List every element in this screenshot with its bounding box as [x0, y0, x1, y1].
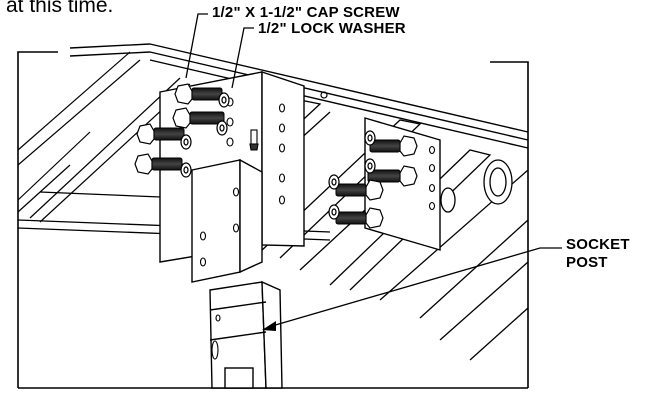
cap-screw: [369, 135, 418, 157]
socket-post-holes: [199, 187, 240, 360]
cap-screw: [136, 123, 185, 145]
cap-screw-label: 1/2" X 1-1/2" CAP SCREW: [212, 4, 400, 21]
cap-screw: [134, 153, 183, 175]
cap-screw: [172, 107, 225, 129]
cap-screw: [367, 165, 418, 187]
left-rails: [17, 51, 191, 223]
socket-post-label-line1: SOCKET: [566, 236, 630, 253]
socket-post-label-line2: POST: [566, 254, 608, 271]
leader-lines: [185, 13, 562, 327]
cap-screw-group-right: [328, 130, 418, 229]
cap-screw: [174, 83, 223, 105]
cap-screw: [335, 207, 384, 229]
rail-hole: [320, 91, 328, 99]
cap-screw: [335, 179, 384, 201]
lock-washer-label: 1/2" LOCK WASHER: [258, 20, 406, 37]
lock-washer: [180, 92, 230, 178]
lock-washer: [328, 130, 376, 220]
leader-arrowhead: [262, 321, 276, 331]
top-rail: [69, 43, 529, 149]
plate-holes: [226, 97, 286, 205]
side-bushing: [440, 159, 513, 213]
cap-screw-group-left: [134, 83, 230, 178]
right-plate-holes: [428, 145, 436, 211]
stud: [249, 129, 259, 151]
header-text-fragment: at this time.: [6, 0, 114, 17]
socket-post: [191, 158, 283, 389]
